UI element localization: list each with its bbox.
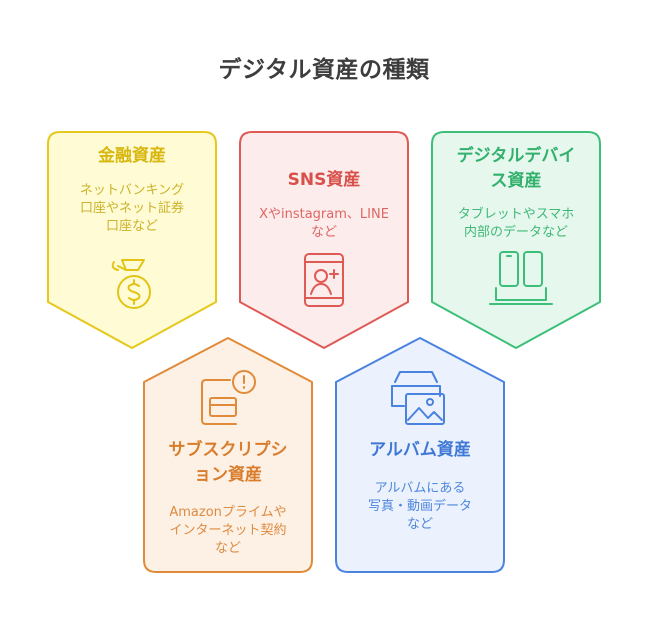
card-title: アルバム資産	[369, 440, 471, 460]
card-shape-financial	[47, 131, 217, 349]
card-shape-sns	[239, 131, 409, 349]
devices-icon	[489, 251, 553, 305]
card-desc: ネットバンキング 口座やネット証券 口座など	[79, 183, 185, 234]
card-sns: SNS資産 Xやinstagram、LINE など	[240, 132, 408, 348]
card-title: 金融資産	[98, 146, 166, 166]
card-title: SNS資産	[287, 170, 361, 190]
card-desc: タブレットやスマホ 内部のデータなど	[457, 207, 575, 240]
card-title: サブスクリプシ ョン資産	[168, 440, 288, 485]
card-subscription: サブスクリプシ ョン資産 Amazonプライムや インターネット契約 など	[144, 338, 312, 572]
money-bag-icon	[111, 259, 151, 309]
card-desc: アルバムにある 写真・動画データ など	[367, 481, 472, 532]
card-desc: Xやinstagram、LINE など	[259, 207, 389, 240]
card-shape-album	[335, 337, 505, 573]
card-financial: 金融資産 ネットバンキング 口座やネット証券 口座など	[48, 132, 216, 348]
page-title: デジタル資産の種類	[218, 57, 430, 83]
card-album: アルバム資産 アルバムにある 写真・動画データ など	[336, 338, 504, 572]
card-shape-subscription	[143, 337, 313, 573]
photo-album-icon	[391, 371, 445, 425]
card-desc: Amazonプライムや インターネット契約 など	[169, 505, 287, 556]
card-shape-device	[431, 131, 601, 349]
subscription-card-icon	[201, 370, 256, 425]
card-title: デジタルデバイ ス資産	[456, 146, 576, 191]
profile-card-icon	[304, 253, 344, 307]
card-digital-device: デジタルデバイ ス資産 タブレットやスマホ 内部のデータなど	[432, 132, 600, 348]
